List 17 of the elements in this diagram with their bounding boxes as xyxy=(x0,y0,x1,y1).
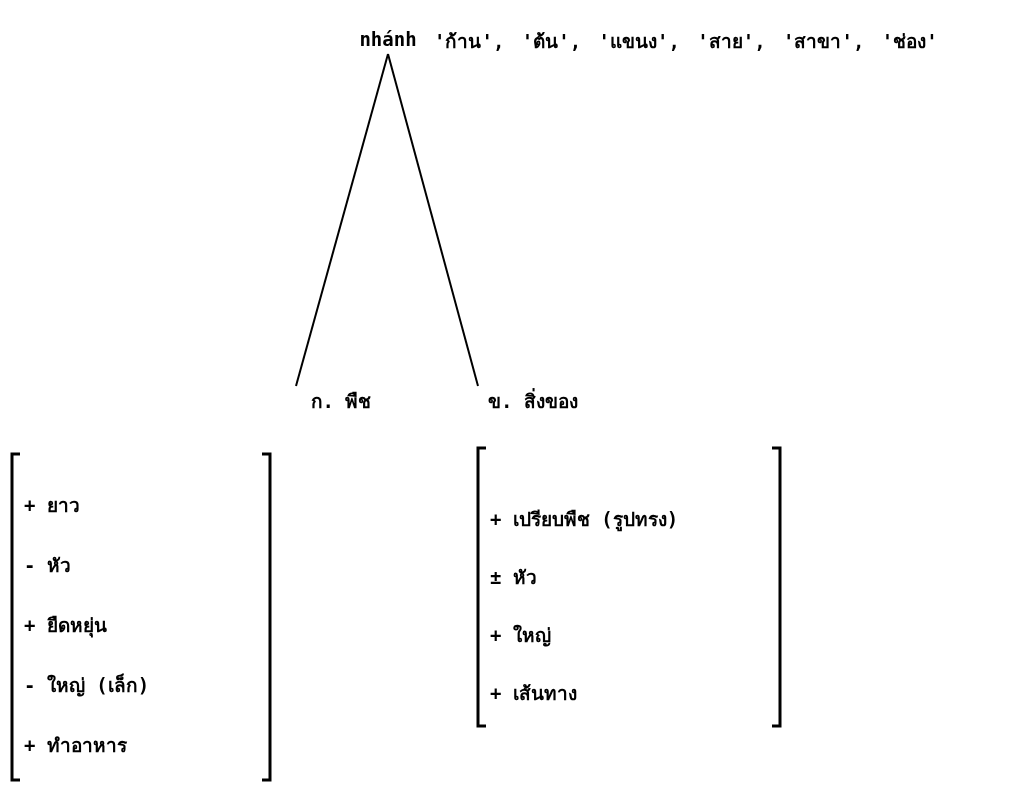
gloss-text: 'ก้าน', 'ต้น', 'แขนง', 'สาย', 'สาขา', 'ช่อง' xyxy=(434,29,939,54)
feature-item: + เส้นทาง xyxy=(490,681,577,706)
feature-matrix xyxy=(476,446,782,728)
feature-item: + ทำอาหาร xyxy=(24,733,127,758)
feature-item: + ยืดหยุ่น xyxy=(24,613,107,640)
sense-label: ก. พืช xyxy=(296,386,386,416)
feature-matrix xyxy=(10,452,272,782)
feature-item: - ใหญ่ (เล็ก) xyxy=(24,672,150,699)
sense-label: ข. สิ่งของ xyxy=(478,386,588,416)
head-word: nhánh xyxy=(352,24,424,54)
feature-item: ± หัว xyxy=(490,565,537,590)
feature-item: + เปรียบพืช (รูปทรง) xyxy=(490,507,679,534)
feature-item: - หัว xyxy=(24,553,71,578)
feature-item: + ใหญ่ xyxy=(490,623,551,649)
branch-line xyxy=(295,53,389,387)
feature-item: + ยาว xyxy=(24,493,80,518)
branch-line xyxy=(387,53,479,387)
